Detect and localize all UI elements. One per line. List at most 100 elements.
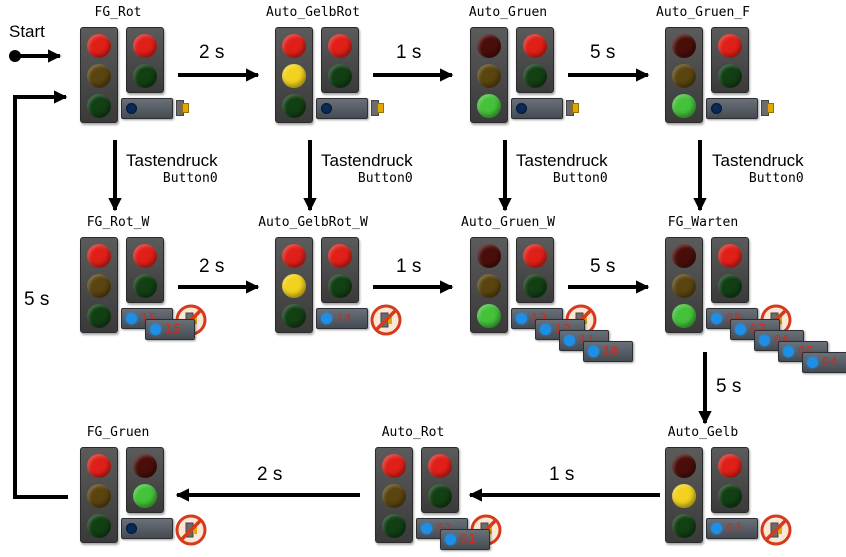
indicator-led — [516, 103, 527, 114]
indicator-led — [564, 335, 575, 346]
green-lamp — [523, 64, 547, 88]
green-lamp — [672, 304, 696, 328]
countdown-panel-stacked: 01 — [440, 529, 490, 550]
indicator-led — [516, 313, 527, 324]
countdown-panel-stacked: 10 — [583, 341, 633, 362]
pedestrian-traffic-light — [126, 237, 164, 303]
green-lamp — [328, 274, 352, 298]
trigger-label-2: Tastendruck Button0 — [321, 151, 413, 187]
countdown-digits: 03 — [726, 521, 743, 535]
car-traffic-light — [470, 27, 508, 123]
red-lamp — [718, 244, 742, 268]
pushbutton-cap — [767, 103, 774, 113]
control-panel — [121, 98, 173, 119]
pushbutton-cap — [377, 103, 384, 113]
indicator-led — [783, 346, 794, 357]
trigger-code: Button0 — [357, 171, 413, 186]
countdown-digits: 01 — [460, 532, 477, 546]
state-name: Auto_GelbRot — [266, 5, 360, 20]
trigger-label-1: Tastendruck Button0 — [126, 151, 218, 187]
countdown-digits: 15 — [165, 322, 182, 336]
red-lamp — [87, 454, 111, 478]
car-traffic-light — [470, 237, 508, 333]
green-lamp — [477, 304, 501, 328]
red-lamp — [133, 454, 157, 478]
yellow-lamp — [477, 274, 501, 298]
pushbutton-icon — [566, 98, 579, 116]
green-lamp — [87, 94, 111, 118]
countdown-digits: 10 — [603, 344, 620, 358]
indicator-led — [711, 523, 722, 534]
pushbutton-icon — [761, 98, 774, 116]
trigger-code: Button0 — [552, 171, 608, 186]
label-t3: 5 s — [590, 42, 616, 63]
label-t7: 5 s — [716, 376, 742, 397]
countdown-panel-stacked: 04 — [802, 352, 846, 373]
state-name: FG_Gruen — [86, 425, 150, 440]
state-name: FG_Rot_W — [86, 215, 150, 230]
yellow-lamp — [672, 274, 696, 298]
yellow-lamp — [87, 274, 111, 298]
green-lamp — [87, 304, 111, 328]
green-lamp — [87, 514, 111, 538]
indicator-led — [735, 324, 746, 335]
yellow-lamp — [382, 484, 406, 508]
state-name: Auto_GelbRot_W — [258, 215, 368, 230]
car-traffic-light — [275, 237, 313, 333]
red-lamp — [382, 454, 406, 478]
countdown-panel-stacked: 15 — [145, 319, 195, 340]
green-lamp — [282, 94, 306, 118]
trigger-code: Button0 — [748, 171, 804, 186]
green-lamp — [672, 94, 696, 118]
indicator-led — [445, 534, 456, 545]
indicator-led — [421, 523, 432, 534]
red-lamp — [523, 34, 547, 58]
label-t8: 1 s — [549, 464, 575, 485]
red-lamp — [672, 34, 696, 58]
pedestrian-traffic-light — [321, 27, 359, 93]
control-panel: 14 — [316, 308, 368, 329]
green-lamp — [428, 484, 452, 508]
label-t4: 2 s — [199, 256, 225, 277]
car-traffic-light — [80, 237, 118, 333]
yellow-lamp — [87, 64, 111, 88]
green-lamp — [282, 304, 306, 328]
yellow-lamp — [282, 274, 306, 298]
red-lamp — [718, 454, 742, 478]
car-traffic-light — [665, 237, 703, 333]
indicator-led — [150, 324, 161, 335]
control-panel — [121, 518, 173, 539]
indicator-led — [759, 335, 770, 346]
countdown-digits: 04 — [822, 355, 839, 369]
yellow-lamp — [672, 484, 696, 508]
car-traffic-light — [80, 447, 118, 543]
yellow-lamp — [672, 64, 696, 88]
trigger-label-3: Tastendruck Button0 — [516, 151, 608, 187]
indicator-led — [126, 313, 137, 324]
indicator-led — [321, 313, 332, 324]
state-name: Auto_Rot — [381, 425, 445, 440]
label-t10: 5 s — [24, 289, 50, 310]
car-traffic-light — [665, 27, 703, 123]
green-lamp — [382, 514, 406, 538]
red-lamp — [87, 34, 111, 58]
button-blocked-icon — [760, 514, 792, 546]
control-panel — [316, 98, 368, 119]
pedestrian-traffic-light — [711, 237, 749, 303]
red-lamp — [477, 244, 501, 268]
red-lamp — [523, 244, 547, 268]
red-lamp — [718, 34, 742, 58]
indicator-led — [711, 103, 722, 114]
indicator-led — [807, 357, 818, 368]
green-lamp — [718, 64, 742, 88]
indicator-led — [711, 313, 722, 324]
green-lamp — [133, 484, 157, 508]
yellow-lamp — [87, 484, 111, 508]
pedestrian-traffic-light — [421, 447, 459, 513]
green-lamp — [133, 64, 157, 88]
pushbutton-icon — [176, 98, 189, 116]
pedestrian-traffic-light — [126, 447, 164, 513]
red-lamp — [328, 244, 352, 268]
pedestrian-traffic-light — [126, 27, 164, 93]
